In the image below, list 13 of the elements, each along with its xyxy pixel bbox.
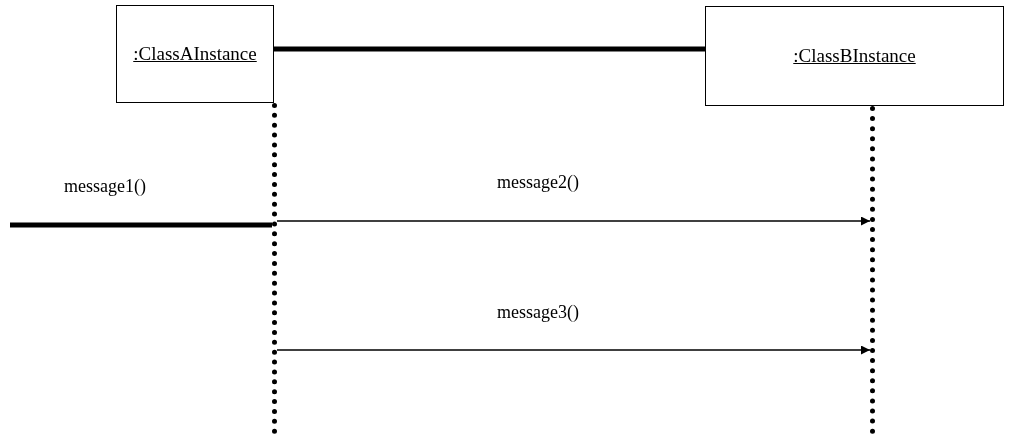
message-arrow xyxy=(276,345,871,355)
edge-label: message1() xyxy=(62,176,148,197)
object-box xyxy=(116,5,274,103)
connector-line xyxy=(274,46,705,52)
connector-line xyxy=(10,222,272,228)
lifeline xyxy=(272,103,277,434)
object-box xyxy=(705,6,1004,106)
edge-label: message2() xyxy=(495,172,581,193)
object-name: :ClassBInstance xyxy=(793,45,916,67)
lifeline xyxy=(870,106,875,434)
edge-label: message3() xyxy=(495,302,581,323)
object-name: :ClassAInstance xyxy=(133,43,257,65)
message-arrow xyxy=(276,216,871,226)
